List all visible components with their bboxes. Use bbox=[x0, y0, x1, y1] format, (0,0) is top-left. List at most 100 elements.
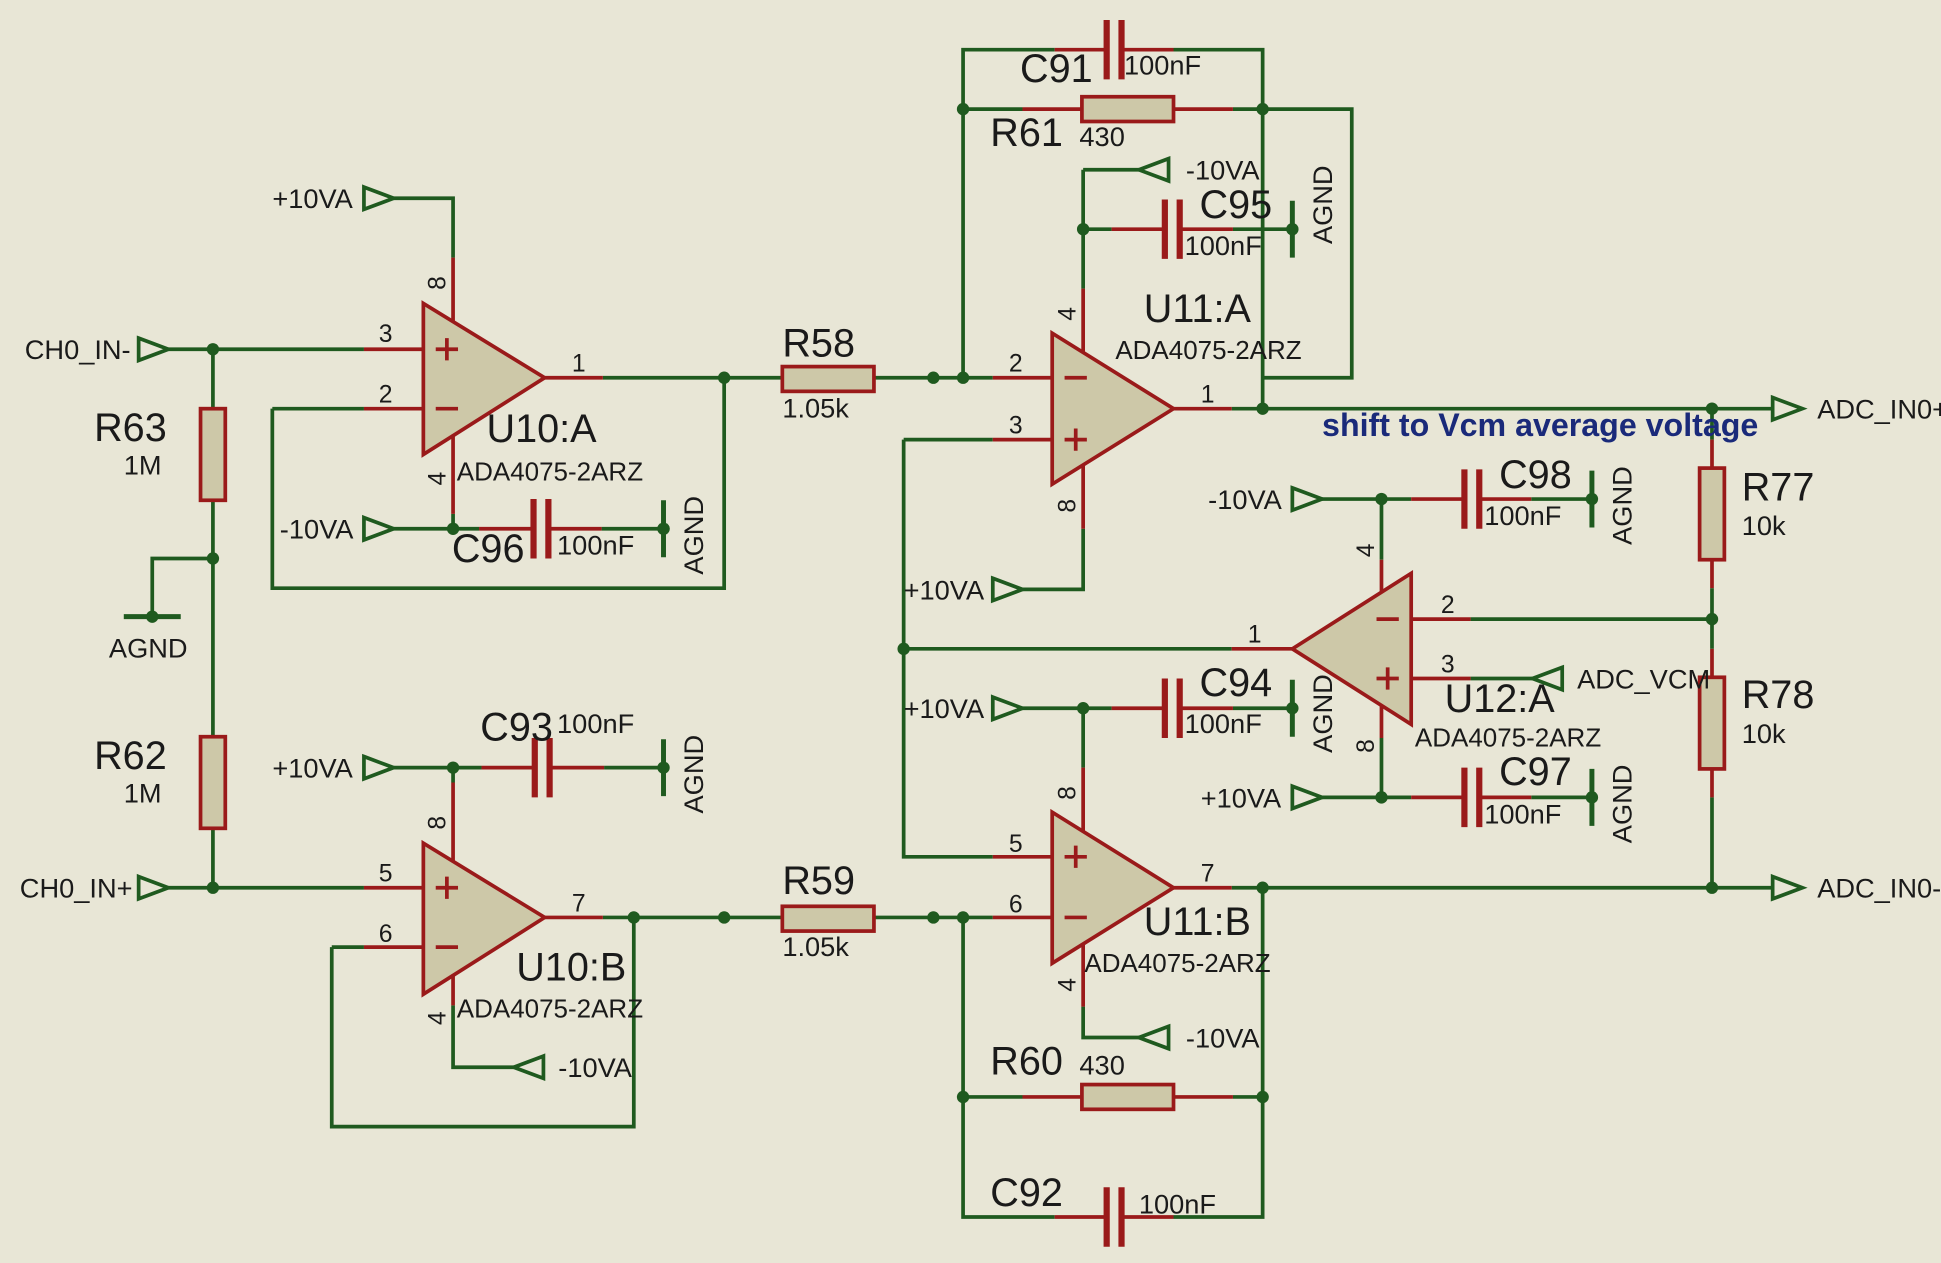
capacitor-c96: C96 100nF bbox=[452, 499, 634, 571]
port-arrow-icon bbox=[1527, 664, 1565, 693]
resistor-r61: R61 430 bbox=[990, 94, 1233, 155]
junction-dot bbox=[956, 911, 970, 924]
resistor-ref: R63 bbox=[94, 406, 167, 450]
capacitor-value: 100nF bbox=[1484, 500, 1561, 531]
opamp-u10a: 3 2 1 8 4 U10:A ADA4075-2ARZ bbox=[363, 257, 643, 514]
junction-dot bbox=[1256, 1090, 1269, 1104]
resistor-value: 10k bbox=[1742, 718, 1786, 749]
opamp-u11b: 5 6 7 8 4 U11:B ADA4075-2ARZ bbox=[992, 767, 1271, 1007]
port-arrow-icon bbox=[136, 335, 174, 364]
resistor-r59: R59 1.05k bbox=[780, 859, 876, 962]
opamp-part: ADA4075-2ARZ bbox=[1415, 723, 1601, 753]
resistor-value: 10k bbox=[1742, 510, 1786, 541]
junction-dot bbox=[897, 642, 910, 656]
power-label: -10VA bbox=[280, 514, 354, 545]
capacitor-value: 100nF bbox=[1185, 708, 1262, 739]
pin-number: 5 bbox=[379, 861, 393, 888]
capacitor-ref: C96 bbox=[452, 527, 525, 571]
junction-dot bbox=[1256, 402, 1269, 415]
capacitor-c91: C91 100nF bbox=[1020, 19, 1201, 91]
pin-number: 8 bbox=[1353, 739, 1380, 753]
port-label: ADC_IN0- bbox=[1817, 873, 1941, 904]
power-flag-icon bbox=[1133, 155, 1171, 184]
power-label: +10VA bbox=[272, 183, 353, 214]
capacitor-value: 100nF bbox=[1484, 798, 1561, 829]
junction-dot bbox=[627, 911, 640, 924]
resistor-ref: R58 bbox=[782, 322, 855, 366]
resistor-ref: R61 bbox=[990, 111, 1063, 155]
power-label: -10VA bbox=[558, 1052, 632, 1083]
pin-number: 1 bbox=[1248, 622, 1262, 649]
pin-number: 8 bbox=[425, 816, 452, 830]
capacitor-ref: C94 bbox=[1200, 661, 1273, 705]
port-arrow-icon bbox=[1770, 394, 1808, 423]
resistor-value: 430 bbox=[1079, 1050, 1124, 1081]
ground-label: AGND bbox=[1607, 765, 1638, 844]
junction-dot bbox=[446, 761, 460, 774]
resistor-ref: R60 bbox=[990, 1040, 1063, 1084]
resistor-ref: R59 bbox=[782, 859, 855, 903]
net-ports: CH0_IN- CH0_IN+ ADC_IN0+ ADC_IN0- ADC_VC… bbox=[20, 155, 1941, 1083]
pin-number: 7 bbox=[1201, 861, 1215, 888]
resistor-r60: R60 430 bbox=[990, 1040, 1233, 1112]
capacitor-ref: C95 bbox=[1200, 183, 1273, 227]
opamp-u10b: 5 6 7 8 4 U10:B ADA4075-2ARZ bbox=[363, 782, 643, 1025]
junction-dot bbox=[717, 371, 731, 384]
ground-label: AGND bbox=[678, 496, 709, 575]
junction-dot bbox=[956, 371, 970, 384]
opamp-part: ADA4075-2ARZ bbox=[1084, 948, 1270, 978]
resistor-value: 1.05k bbox=[782, 392, 849, 423]
power-label: -10VA bbox=[1186, 155, 1260, 186]
power-label: +10VA bbox=[272, 753, 353, 784]
power-flag-icon bbox=[1290, 485, 1328, 513]
junction-dot bbox=[1375, 492, 1388, 506]
power-flag-icon bbox=[362, 514, 399, 543]
capacitor-c95: C95 100nF bbox=[1111, 183, 1273, 261]
pin-number: 4 bbox=[1055, 978, 1082, 992]
resistor-r78: R78 10k bbox=[1697, 648, 1814, 798]
opamp-ref: U11:A bbox=[1144, 287, 1252, 331]
capacitor-value: 100nF bbox=[557, 708, 634, 739]
power-flag-icon bbox=[990, 694, 1028, 723]
pin-number: 2 bbox=[1009, 351, 1023, 378]
junction-dot bbox=[927, 911, 940, 924]
power-label: +10VA bbox=[904, 693, 985, 724]
resistor-r63: R63 1M bbox=[94, 406, 228, 503]
wires bbox=[150, 47, 1773, 1219]
power-flag-icon bbox=[1290, 783, 1328, 812]
pin-number: 2 bbox=[1441, 592, 1455, 619]
resistor-r62: R62 1M bbox=[94, 734, 228, 831]
pin-number: 2 bbox=[379, 381, 393, 408]
junction-dot bbox=[927, 371, 940, 384]
pin-number: 5 bbox=[1009, 831, 1023, 858]
opamp-ref: U12:A bbox=[1445, 677, 1556, 721]
power-label: -10VA bbox=[1208, 484, 1282, 515]
capacitor-c97: C97 100nF bbox=[1411, 750, 1572, 829]
pin-number: 3 bbox=[1009, 412, 1023, 439]
resistor-r77: R77 10k bbox=[1697, 439, 1814, 589]
resistor-value: 1M bbox=[124, 777, 162, 808]
junction-dot bbox=[1375, 791, 1388, 804]
capacitor-c94: C94 100nF bbox=[1111, 661, 1273, 739]
capacitor-value: 100nF bbox=[557, 530, 634, 561]
port-label: ADC_IN0+ bbox=[1817, 394, 1941, 425]
opamp-ref: U11:B bbox=[1144, 900, 1251, 944]
power-flag-icon bbox=[508, 1053, 546, 1082]
power-flag-icon bbox=[362, 753, 399, 782]
power-label: -10VA bbox=[1186, 1022, 1260, 1053]
capacitor-value: 100nF bbox=[1185, 230, 1262, 261]
junction-dot bbox=[717, 911, 731, 924]
resistor-value: 430 bbox=[1079, 121, 1124, 152]
capacitor-c92: C92 100nF bbox=[990, 1171, 1216, 1247]
pin-number: 4 bbox=[1055, 307, 1082, 321]
junction-dot bbox=[1256, 102, 1269, 116]
pin-number: 6 bbox=[379, 921, 393, 948]
capacitor-c93: C93 100nF bbox=[480, 705, 634, 798]
junction-dot bbox=[1076, 222, 1090, 236]
junction-dot bbox=[1256, 881, 1269, 894]
opamp-ref: U10:B bbox=[516, 946, 626, 990]
pin-number: 1 bbox=[1201, 381, 1215, 408]
junction-dot bbox=[956, 1090, 970, 1104]
pin-number: 4 bbox=[425, 471, 452, 485]
